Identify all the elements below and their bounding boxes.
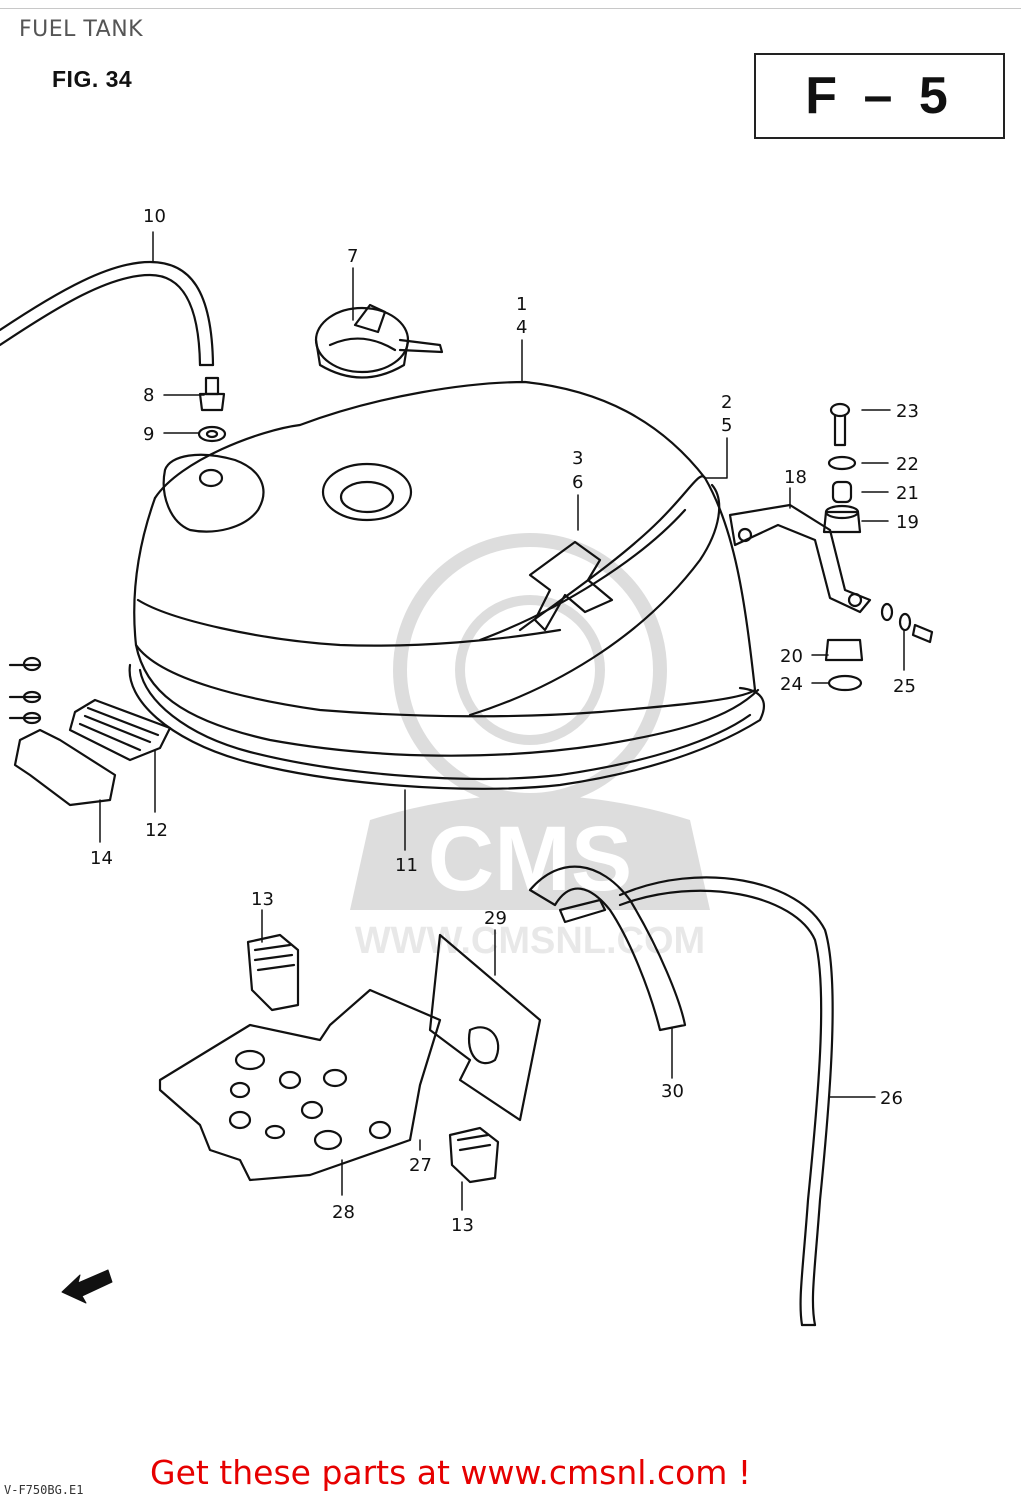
- damper-12: [68, 698, 172, 762]
- damper-13-upper: [246, 933, 300, 1012]
- callout-10: 10: [143, 206, 166, 227]
- leader-lines: [99, 231, 905, 1211]
- washer-9: [197, 425, 227, 443]
- cms-watermark: CMS WWW.CMSNL.COM: [310, 520, 750, 1000]
- band-30: [528, 865, 687, 1032]
- callout-26: 26: [880, 1088, 903, 1109]
- page-title: FUEL TANK: [19, 17, 144, 42]
- callout-5: 5: [721, 415, 732, 436]
- panel-29: [428, 933, 542, 1122]
- collar-21: [831, 480, 853, 504]
- callout-11: 11: [395, 855, 418, 876]
- callout-23: 23: [896, 401, 919, 422]
- callout-25: 25: [893, 676, 916, 697]
- forward-arrow-icon: [61, 1269, 113, 1304]
- callout-29: 29: [484, 908, 507, 929]
- callout-21: 21: [896, 483, 919, 504]
- breather-fitting: [198, 376, 226, 412]
- bolt-23: [829, 402, 851, 447]
- callout-4: 4: [516, 317, 527, 338]
- callout-9: 9: [143, 424, 154, 445]
- callout-14: 14: [90, 848, 113, 869]
- callout-13-lower: 13: [451, 1215, 474, 1236]
- callout-19: 19: [896, 512, 919, 533]
- callout-3: 3: [572, 448, 583, 469]
- damper-13-lower: [448, 1126, 500, 1184]
- callout-8: 8: [143, 385, 154, 406]
- hose-26: [618, 876, 834, 1327]
- callout-7: 7: [347, 246, 358, 267]
- callout-6: 6: [572, 472, 583, 493]
- watermark-url: WWW.CMSNL.COM: [354, 920, 706, 962]
- callout-18: 18: [784, 467, 807, 488]
- cushion-19: [822, 510, 862, 534]
- figure-number: FIG. 34: [52, 66, 133, 92]
- watermark-brand: CMS: [428, 808, 632, 910]
- callout-24: 24: [780, 674, 803, 695]
- top-divider: [0, 8, 1021, 9]
- callout-30: 30: [661, 1081, 684, 1102]
- callout-27: 27: [409, 1155, 432, 1176]
- plate-28: [158, 988, 442, 1182]
- drawing-code: V-F750BG.E1: [4, 1483, 84, 1497]
- callout-13-upper: 13: [251, 889, 274, 910]
- breather-hose: [0, 260, 215, 367]
- callout-1: 1: [516, 294, 527, 315]
- fuel-cap: [314, 303, 444, 379]
- tank-trim-seal: [128, 663, 765, 790]
- promo-link[interactable]: Get these parts at www.cmsnl.com !: [150, 1453, 752, 1492]
- rear-bracket: [728, 503, 872, 614]
- callout-2: 2: [721, 392, 732, 413]
- figure-code-box: F – 5: [754, 53, 1005, 139]
- bolt-25-set: [880, 602, 934, 644]
- callout-20: 20: [780, 646, 803, 667]
- cover-14: [13, 728, 117, 807]
- figure-code: F – 5: [805, 67, 954, 125]
- washer-24: [827, 674, 863, 692]
- callout-12: 12: [145, 820, 168, 841]
- fuel-tank: [133, 380, 760, 757]
- watermark-logo-icon: CMS: [350, 533, 710, 910]
- callout-22: 22: [896, 454, 919, 475]
- cushion-20: [824, 638, 864, 662]
- washer-22: [827, 455, 857, 471]
- callout-28: 28: [332, 1202, 355, 1223]
